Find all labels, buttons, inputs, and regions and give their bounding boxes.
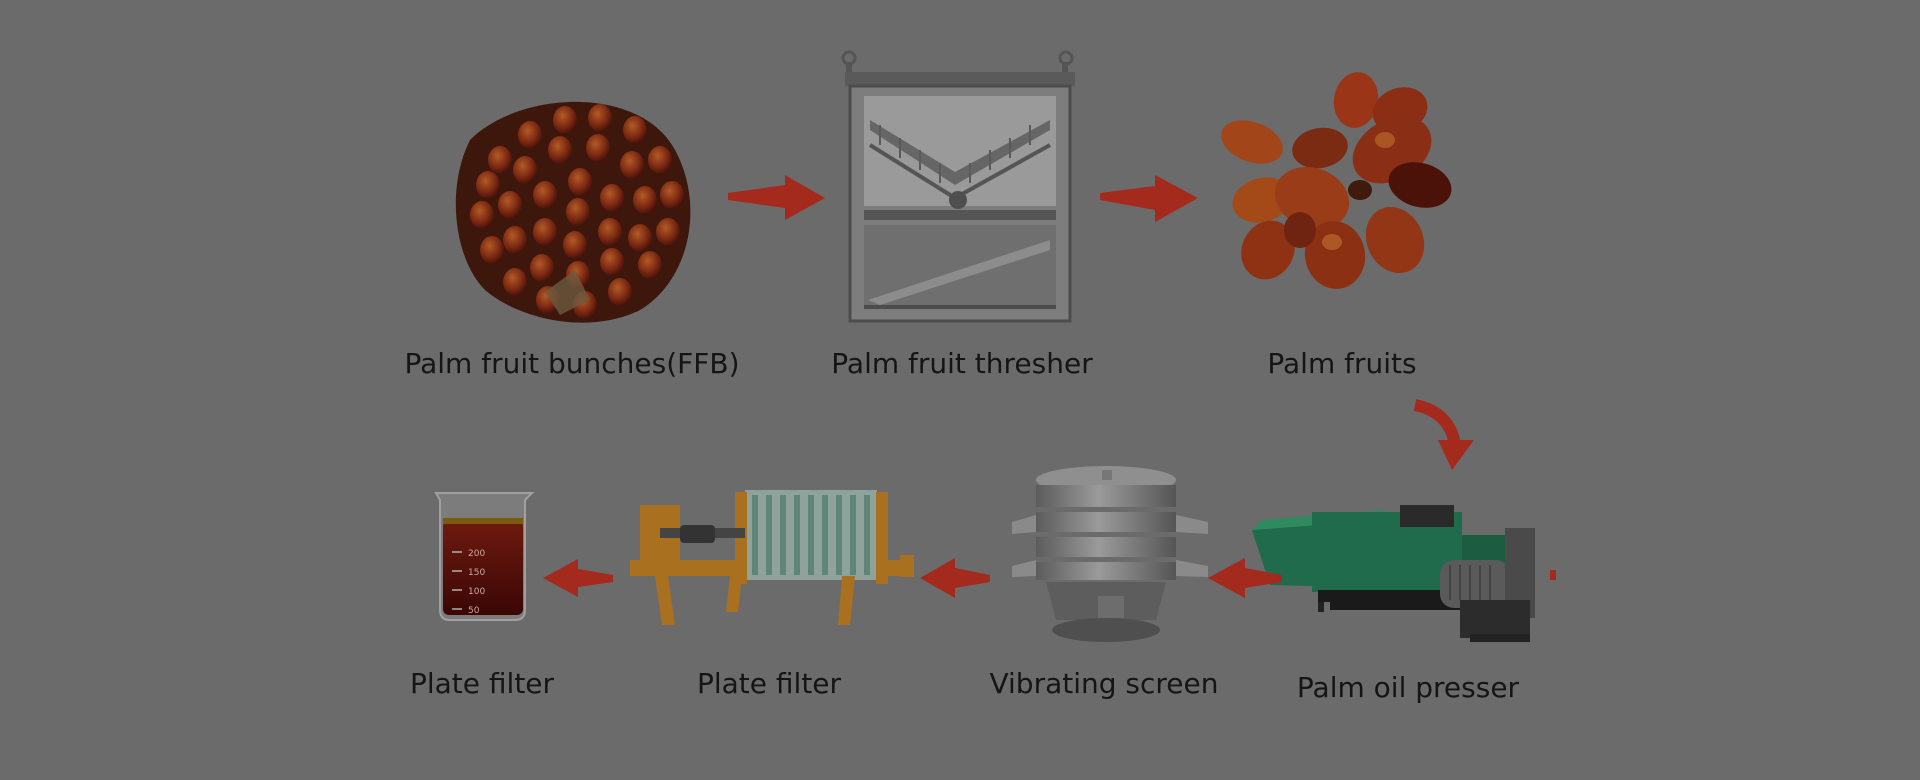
step-label-palm-fruit-bunches: Palm fruit bunches(FFB) <box>404 347 740 380</box>
palm-fruits-icon <box>1221 72 1452 289</box>
flow-arrow-6 <box>543 559 613 597</box>
beaker-mark-200: 200 <box>468 549 485 559</box>
step-label-palm-fruit-thresher: Palm fruit thresher <box>831 347 1093 380</box>
step-label-palm-fruits: Palm fruits <box>1267 347 1417 380</box>
palm-fruit-bunch-icon <box>455 101 691 323</box>
oil-beaker-icon: 200 150 100 50 <box>434 492 535 621</box>
plate-filter-machine-icon <box>630 490 914 625</box>
thresher-machine-icon <box>841 50 1075 323</box>
flow-arrow-2 <box>1100 175 1198 222</box>
beaker-mark-100: 100 <box>468 587 485 597</box>
step-label-plate-filter-machine: Plate filter <box>696 667 842 700</box>
flow-arrow-curved <box>1413 399 1474 470</box>
oil-press-machine-icon <box>1252 505 1556 642</box>
flow-arrow-4 <box>1208 558 1282 598</box>
step-label-vibrating-screen: Vibrating screen <box>989 667 1219 700</box>
flow-arrow-1 <box>728 175 825 220</box>
beaker-mark-50: 50 <box>468 606 480 616</box>
step-label-palm-oil-presser: Palm oil presser <box>1296 671 1520 704</box>
flow-arrow-5 <box>920 558 990 598</box>
beaker-mark-150: 150 <box>468 568 485 578</box>
vibrating-screen-icon <box>1012 466 1208 642</box>
step-label-plate-filter-beaker: Plate filter <box>409 667 555 700</box>
